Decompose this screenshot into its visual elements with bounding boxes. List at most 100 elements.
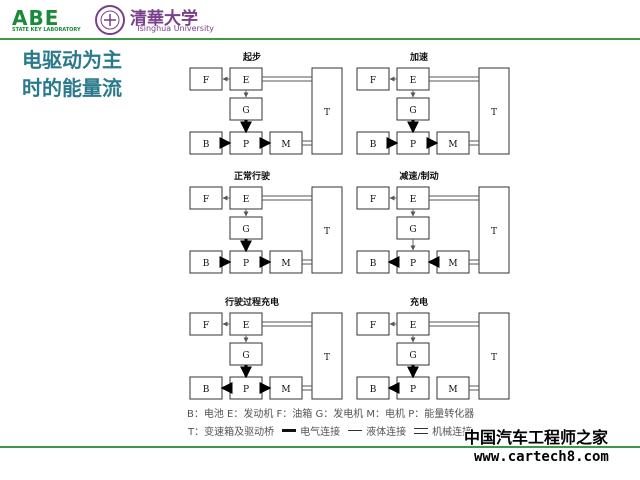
panel-caption: 起步 bbox=[242, 51, 261, 63]
engine-E-label: E bbox=[410, 195, 417, 205]
fuel-tank-F-label: F bbox=[370, 321, 376, 331]
power-converter-P-label: P bbox=[410, 385, 416, 395]
transmission-T-box bbox=[311, 312, 343, 400]
legend-line-2: T：变速箱及驱动桥 电气连接 液体连接 机械连接 bbox=[188, 423, 472, 438]
electric-line-icon bbox=[282, 429, 297, 432]
fuel-tank-F-label: F bbox=[370, 195, 376, 205]
motor-M-label: M bbox=[281, 259, 290, 269]
fuel-tank-F-label: F bbox=[203, 76, 209, 86]
generator-G-label: G bbox=[409, 225, 416, 235]
mech-M-T bbox=[469, 140, 479, 146]
panel-5: 行驶过程充电 F E G B P M T bbox=[189, 296, 343, 400]
motor-M-label: M bbox=[281, 385, 290, 395]
mech-M-T bbox=[469, 385, 479, 391]
motor-M-label: M bbox=[448, 385, 457, 395]
slide-title: 电驱动为主 时的能量流 bbox=[22, 46, 152, 102]
transmission-T-label: T bbox=[324, 227, 330, 237]
transmission-T-box bbox=[311, 67, 343, 155]
fuel-tank-F-box bbox=[356, 312, 390, 336]
fuel-tank-F-box bbox=[189, 186, 223, 210]
battery-B-label: B bbox=[203, 385, 210, 395]
mech-E-T bbox=[262, 321, 312, 327]
transmission-T-box bbox=[478, 312, 510, 400]
power-converter-P-label: P bbox=[243, 385, 249, 395]
watermark-cn: 中国汽车工程师之家 bbox=[464, 428, 609, 447]
mech-M-T bbox=[469, 259, 479, 265]
abe-logo-text: ABE bbox=[12, 6, 60, 30]
power-converter-P-label: P bbox=[410, 259, 416, 269]
footer-divider bbox=[0, 446, 640, 448]
battery-B-label: B bbox=[370, 140, 377, 150]
power-converter-P-label: P bbox=[410, 140, 416, 150]
abe-logo: ABE STATE KEY LABORATORY bbox=[12, 6, 81, 33]
university-name: 清華大学 bbox=[130, 9, 198, 29]
slide-title-line1: 电驱动为主 bbox=[22, 48, 122, 72]
mech-E-T bbox=[429, 321, 479, 327]
generator-G-label: G bbox=[242, 225, 249, 235]
engine-E-label: E bbox=[410, 76, 417, 86]
battery-B-label: B bbox=[370, 259, 377, 269]
power-converter-P-label: P bbox=[243, 259, 249, 269]
mech-M-T bbox=[302, 385, 312, 391]
battery-B-label: B bbox=[203, 140, 210, 150]
fuel-tank-F-label: F bbox=[370, 76, 376, 86]
transmission-T-box bbox=[311, 186, 343, 274]
transmission-T-label: T bbox=[491, 108, 497, 118]
legend-fluid-label: 液体连接 bbox=[366, 427, 407, 438]
panel-caption: 充电 bbox=[410, 296, 428, 308]
legend-t-label: T：变速箱及驱动桥 bbox=[188, 427, 275, 438]
engine-E-label: E bbox=[243, 76, 250, 86]
mech-M-T bbox=[302, 259, 312, 265]
fuel-tank-F-label: F bbox=[203, 195, 209, 205]
watermark-url: www.cartech8.com bbox=[474, 449, 609, 465]
mech-E-T bbox=[262, 195, 312, 201]
motor-M-box bbox=[436, 376, 470, 400]
motor-M-label: M bbox=[281, 140, 290, 150]
motor-M-label: M bbox=[448, 259, 457, 269]
fluid-line-icon bbox=[348, 430, 363, 431]
transmission-T-label: T bbox=[491, 353, 497, 363]
panel-caption: 行驶过程充电 bbox=[224, 296, 279, 308]
transmission-T-label: T bbox=[324, 353, 330, 363]
legend-mechanical-label: 机械连接 bbox=[432, 427, 473, 438]
legend-line-1: B：电池 E：发动机 F：油箱 G：发电机 M：电机 P：能量转化器 bbox=[187, 409, 475, 420]
engine-E-label: E bbox=[243, 321, 250, 331]
generator-G-label: G bbox=[242, 106, 249, 116]
panel-1: 起步 F E G B P M T bbox=[189, 51, 343, 155]
panel-caption: 正常行驶 bbox=[234, 170, 271, 182]
mech-M-T bbox=[302, 140, 312, 146]
fuel-tank-F-box bbox=[356, 186, 390, 210]
generator-G-label: G bbox=[409, 351, 416, 361]
mech-E-T bbox=[262, 76, 312, 82]
battery-B-label: B bbox=[370, 385, 377, 395]
panel-2: 加速 F E G B P M T bbox=[356, 51, 510, 155]
generator-G-label: G bbox=[409, 106, 416, 116]
abe-logo-subtext: STATE KEY LABORATORY bbox=[12, 27, 81, 33]
panel-caption: 加速 bbox=[409, 51, 428, 63]
power-converter-P-label: P bbox=[243, 140, 249, 150]
panel-4: 减速/制动 F E G B P M T bbox=[356, 170, 510, 274]
university-english-name: Tsinghua University bbox=[136, 24, 215, 33]
tsinghua-seal-icon bbox=[95, 5, 125, 35]
engine-E-label: E bbox=[243, 195, 250, 205]
panel-caption: 减速/制动 bbox=[399, 170, 438, 182]
transmission-T-label: T bbox=[324, 108, 330, 118]
panel-3: 正常行驶 F E G B P M T bbox=[189, 170, 343, 274]
header-divider bbox=[0, 38, 640, 40]
mechanical-line-icon bbox=[414, 427, 429, 434]
fuel-tank-F-box bbox=[189, 67, 223, 91]
generator-G-label: G bbox=[242, 351, 249, 361]
mech-E-T bbox=[429, 76, 479, 82]
transmission-T-box bbox=[478, 186, 510, 274]
mech-E-T bbox=[429, 195, 479, 201]
fuel-tank-F-box bbox=[189, 312, 223, 336]
battery-B-label: B bbox=[203, 259, 210, 269]
fuel-tank-F-box bbox=[356, 67, 390, 91]
transmission-T-box bbox=[478, 67, 510, 155]
legend-electric-label: 电气连接 bbox=[300, 427, 341, 438]
fuel-tank-F-label: F bbox=[203, 321, 209, 331]
transmission-T-label: T bbox=[491, 227, 497, 237]
motor-M-label: M bbox=[448, 140, 457, 150]
